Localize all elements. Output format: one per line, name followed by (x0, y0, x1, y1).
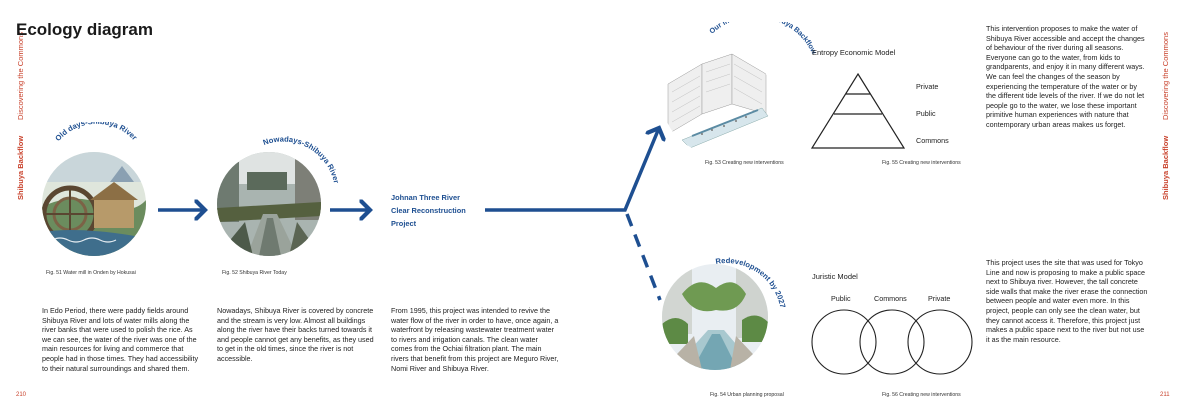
svg-text:Redevelopment by 2027: Redevelopment by 2027 (715, 256, 787, 309)
svg-text:Our intervention-Shibuya Backf: Our intervention-Shibuya Backflow (707, 22, 816, 56)
project-label-line1: Johnan Three River (391, 193, 460, 202)
fig51-arc-label: Old days-Shibuya River (40, 117, 150, 162)
juristic-label-public: Public (831, 294, 851, 303)
entropy-level-commons: Commons (916, 136, 949, 145)
svg-text:Old days-Shibuya River: Old days-Shibuya River (53, 122, 139, 143)
text-column-3: From 1995, this project was intended to … (391, 306, 559, 373)
juristic-model-title: Juristic Model (812, 272, 858, 281)
juristic-label-private: Private (928, 294, 951, 303)
arrow-project-to-fig54 (625, 213, 662, 301)
text-right-top: This intervention proposes to make the w… (986, 24, 1145, 129)
text-right-bottom: This project uses the site that was used… (986, 258, 1148, 344)
project-label-line3: Project (391, 219, 417, 228)
fig53-image (662, 44, 772, 154)
fig51-caption: Fig. 51 Water mill in Onden by Hokusai (46, 270, 136, 276)
fig53-caption: Fig. 53 Creating new interventions (705, 160, 784, 166)
page-number-left: 210 (16, 392, 27, 398)
page-number-right: 211 (1160, 392, 1170, 398)
entropy-model-title: Entropy Economic Model (812, 48, 896, 57)
fig52-arc-label: Nowadays-Shibuya River (222, 118, 342, 208)
entropy-level-public: Public (916, 109, 936, 118)
project-label: Johnan Three River Clear Reconstruction … (391, 191, 466, 230)
page-title: Ecology diagram (16, 20, 153, 39)
fig51-image (42, 152, 146, 256)
fig54-caption: Fig. 54 Urban planning proposal (710, 392, 784, 398)
fig53-arc-label: Our intervention-Shibuya Backflow (706, 10, 819, 132)
entropy-pyramid (810, 72, 906, 149)
arrow-project-to-fig53 (485, 128, 659, 212)
fig54-arc-label: Redevelopment by 2027 (700, 250, 810, 350)
text-column-2: Nowadays, Shibuya River is covered by co… (217, 306, 374, 363)
juristic-venn (811, 309, 973, 375)
project-label-line2: Clear Reconstruction (391, 206, 466, 215)
fig56-caption: Fig. 56 Creating new interventions (882, 392, 961, 398)
juristic-label-commons: Commons (874, 294, 907, 303)
text-column-1: In Edo Period, there were paddy fields a… (42, 306, 199, 373)
fig55-caption: Fig. 55 Creating new interventions (882, 160, 961, 166)
svg-text:Nowadays-Shibuya River: Nowadays-Shibuya River (262, 134, 341, 184)
fig52-caption: Fig. 52 Shibuya River Today (222, 270, 287, 276)
entropy-level-private: Private (916, 82, 939, 91)
fig52-image (217, 152, 321, 256)
